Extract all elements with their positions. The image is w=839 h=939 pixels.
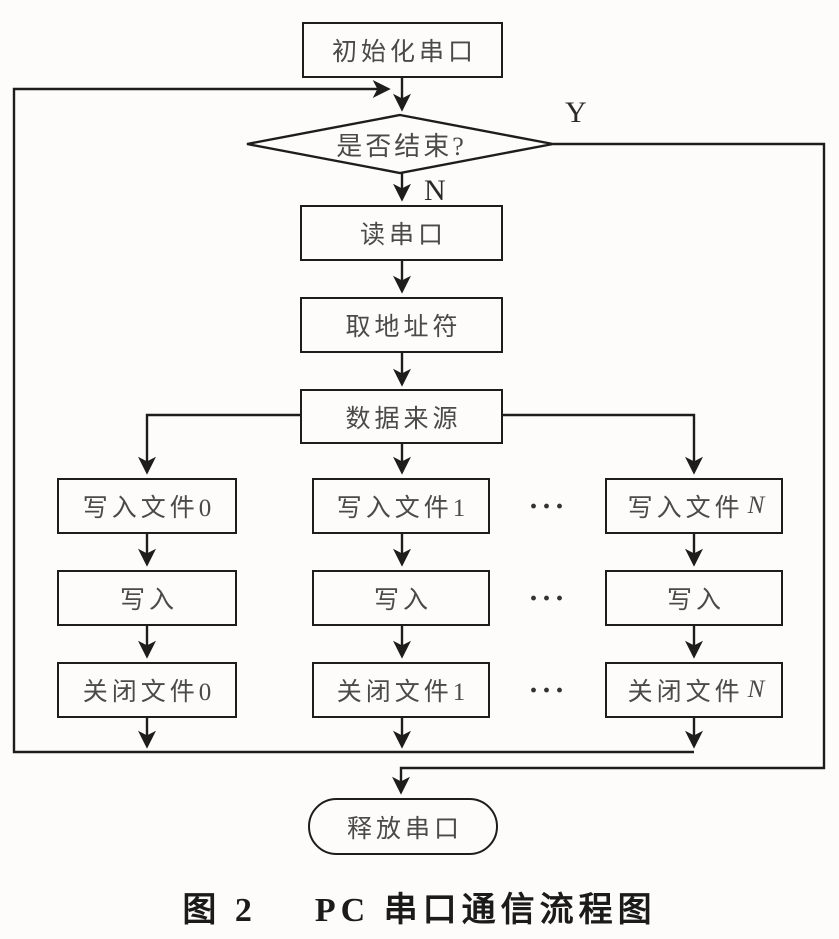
node-write-file-1-label: 写入文件1 — [336, 495, 470, 522]
node-close-file-1: 关闭文件1 — [312, 662, 490, 718]
decision-no-label: N — [424, 174, 446, 207]
node-write-n-label: 写入 — [666, 587, 725, 614]
ellipsis-row2: ··· — [528, 582, 568, 615]
node-close-file-0-label: 关闭文件0 — [82, 679, 216, 706]
figure-caption: 图 2 PC 串口通信流程图 — [0, 882, 839, 931]
node-release-serial: 释放串口 — [308, 798, 498, 855]
ellipsis-row3: ··· — [528, 674, 568, 707]
node-get-address: 取地址符 — [300, 297, 503, 353]
node-write-file-0-label: 写入文件0 — [82, 495, 216, 522]
node-get-address-label: 取地址符 — [345, 314, 462, 341]
node-close-file-n-var: N — [747, 676, 765, 703]
node-write-1-label: 写入 — [373, 587, 432, 614]
node-read-serial-label: 读串口 — [359, 222, 447, 249]
loop-back-connector — [12, 80, 694, 754]
node-close-file-1-label: 关闭文件1 — [336, 679, 470, 706]
yes-branch-connector — [392, 142, 826, 795]
node-write-n: 写入 — [605, 570, 783, 626]
node-write-0-label: 写入 — [119, 587, 178, 614]
node-close-file-0: 关闭文件0 — [57, 662, 237, 718]
node-write-0: 写入 — [57, 570, 237, 626]
node-release-serial-label: 释放串口 — [346, 815, 463, 843]
node-init-serial: 初始化串口 — [302, 22, 503, 78]
figure-caption-number: 图 2 — [182, 892, 257, 929]
source-to-col3-connector — [503, 413, 703, 475]
decision-diamond-shape — [246, 113, 554, 175]
node-read-serial: 读串口 — [300, 205, 503, 261]
node-init-serial-label: 初始化串口 — [331, 39, 477, 66]
figure-caption-title: PC 串口通信流程图 — [314, 892, 657, 929]
node-write-1: 写入 — [312, 570, 490, 626]
source-to-col1-connector — [138, 413, 300, 475]
node-write-file-1: 写入文件1 — [312, 478, 490, 534]
node-write-file-0: 写入文件0 — [57, 478, 237, 534]
node-write-file-n-label: 写入文件 — [627, 495, 744, 522]
node-data-source: 数据来源 — [300, 389, 503, 444]
node-decision-label: 是否结束? — [336, 131, 467, 161]
node-close-file-n-label: 关闭文件 — [627, 679, 744, 706]
node-data-source-label: 数据来源 — [345, 405, 462, 433]
decision-yes-label: Y — [565, 96, 587, 129]
node-write-file-n-var: N — [747, 492, 765, 519]
ellipsis-row1: ··· — [528, 490, 568, 523]
